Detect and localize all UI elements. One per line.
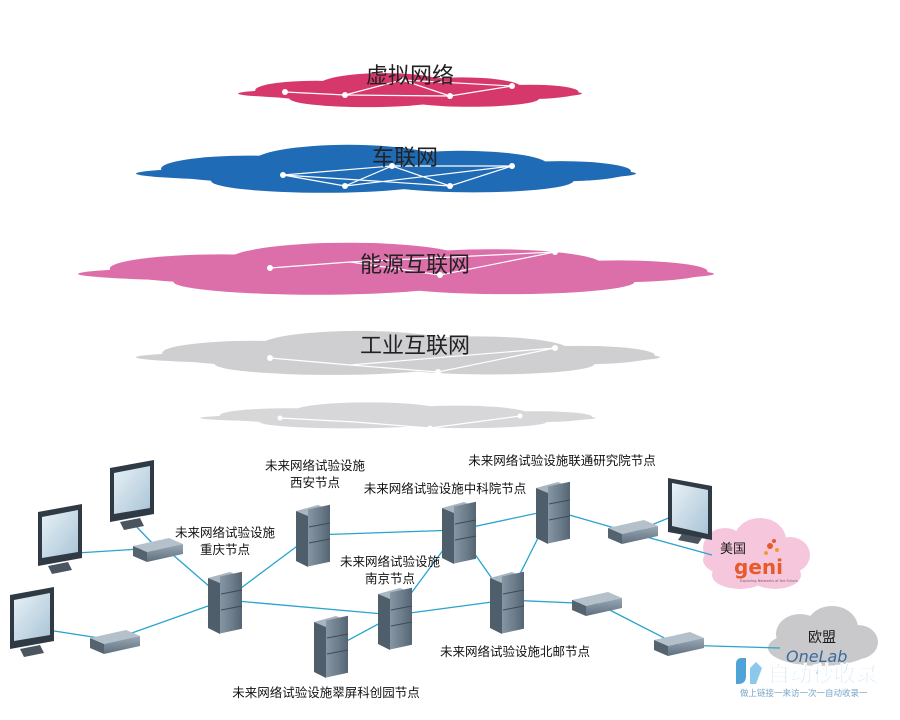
- watermark-logo-icon: [736, 658, 762, 684]
- monitor-icon: [38, 504, 82, 574]
- monitor-icon: [10, 587, 54, 657]
- node-label-liantong: 未来网络试验设施联通研究院节点: [468, 453, 656, 468]
- server-beiyou-icon: [490, 571, 525, 634]
- watermark: 自动秒收录 做上链接一来访一次一自动收录一: [736, 658, 878, 699]
- server-cuiping-icon: [314, 615, 349, 678]
- layer-industrial-internet: 工业互联网: [136, 330, 660, 375]
- watermark-title: 自动秒收录: [768, 662, 878, 688]
- switch-icon: [572, 592, 622, 616]
- server-chongqing-icon: [208, 571, 243, 634]
- xian-line-2: 西安节点: [290, 475, 340, 490]
- layer-energy-internet: 能源互联网: [78, 242, 714, 295]
- nanjing-line-1: 未来网络试验设施: [340, 554, 441, 569]
- eu-partner: 欧盟 OneLab: [768, 606, 878, 666]
- usa-label: 美国: [720, 542, 746, 557]
- node-label-xian: 未来网络试验设施 西安节点: [265, 458, 366, 490]
- monitor-icon: [110, 460, 154, 530]
- energy-internet-nodes: [267, 249, 558, 278]
- xian-line-1: 未来网络试验设施: [265, 458, 366, 473]
- chongqing-line-1: 未来网络试验设施: [175, 525, 276, 540]
- bottom-layer-cloud: [200, 402, 596, 429]
- node-label-zhongkeyuan: 未来网络试验设施中科院节点: [364, 481, 527, 496]
- nanjing-line-2: 南京节点: [365, 571, 415, 586]
- server-zhongkeyuan-icon: [442, 501, 477, 564]
- energy-internet-links: [269, 251, 556, 276]
- layer-virtual-network: 虚拟网络: [238, 64, 582, 108]
- chongqing-line-2: 重庆节点: [200, 542, 250, 557]
- watermark-subtitle: 做上链接一来访一次一自动收录一: [740, 688, 868, 699]
- onelab-logo: OneLab: [786, 647, 847, 666]
- node-label-beiyou: 未来网络试验设施北邮节点: [440, 644, 590, 659]
- eu-label: 欧盟: [808, 630, 836, 646]
- node-label-nanjing: 未来网络试验设施 南京节点: [340, 554, 441, 586]
- server-nanjing-icon: [378, 587, 413, 650]
- layer-vehicle-network: 车联网: [136, 144, 636, 193]
- monitor-icon: [668, 478, 712, 544]
- switch-icon: [608, 520, 658, 544]
- virtual-network-label: 虚拟网络: [366, 64, 454, 89]
- switch-icon: [90, 630, 140, 654]
- beiyou-line-1: 未来网络试验设施北邮节点: [440, 644, 590, 659]
- server-xian-icon: [296, 504, 331, 567]
- server-liantong-icon: [536, 481, 571, 544]
- geni-tagline: Exploring Networks of the Future: [740, 579, 798, 583]
- industrial-internet-label: 工业互联网: [360, 334, 470, 359]
- layer-bottom-cloud: [200, 402, 596, 431]
- node-label-cuiping: 未来网络试验设施翠屏科创园节点: [232, 685, 420, 700]
- switch-icon: [654, 632, 704, 656]
- geni-partner: 美国 geni Exploring Networks of the Future: [703, 518, 810, 589]
- switch-icon: [133, 538, 183, 562]
- vehicle-network-label: 车联网: [372, 146, 438, 171]
- virtual-network-nodes: [282, 77, 515, 99]
- industrial-internet-nodes: [267, 345, 558, 375]
- cuiping-line-1: 未来网络试验设施翠屏科创园节点: [232, 685, 420, 700]
- bottom-layer-nodes: [277, 413, 523, 431]
- liantong-line-1: 未来网络试验设施联通研究院节点: [468, 453, 656, 468]
- industrial-internet-links: [269, 347, 556, 373]
- geni-logo: geni: [734, 555, 783, 579]
- node-label-chongqing: 未来网络试验设施 重庆节点: [175, 525, 276, 557]
- energy-internet-label: 能源互联网: [360, 253, 470, 278]
- zhongkeyuan-line-1: 未来网络试验设施中科院节点: [364, 481, 527, 496]
- bottom-layer-links: [279, 415, 521, 429]
- geni-dots-icon: [764, 539, 779, 555]
- vehicle-network-nodes: [280, 163, 515, 189]
